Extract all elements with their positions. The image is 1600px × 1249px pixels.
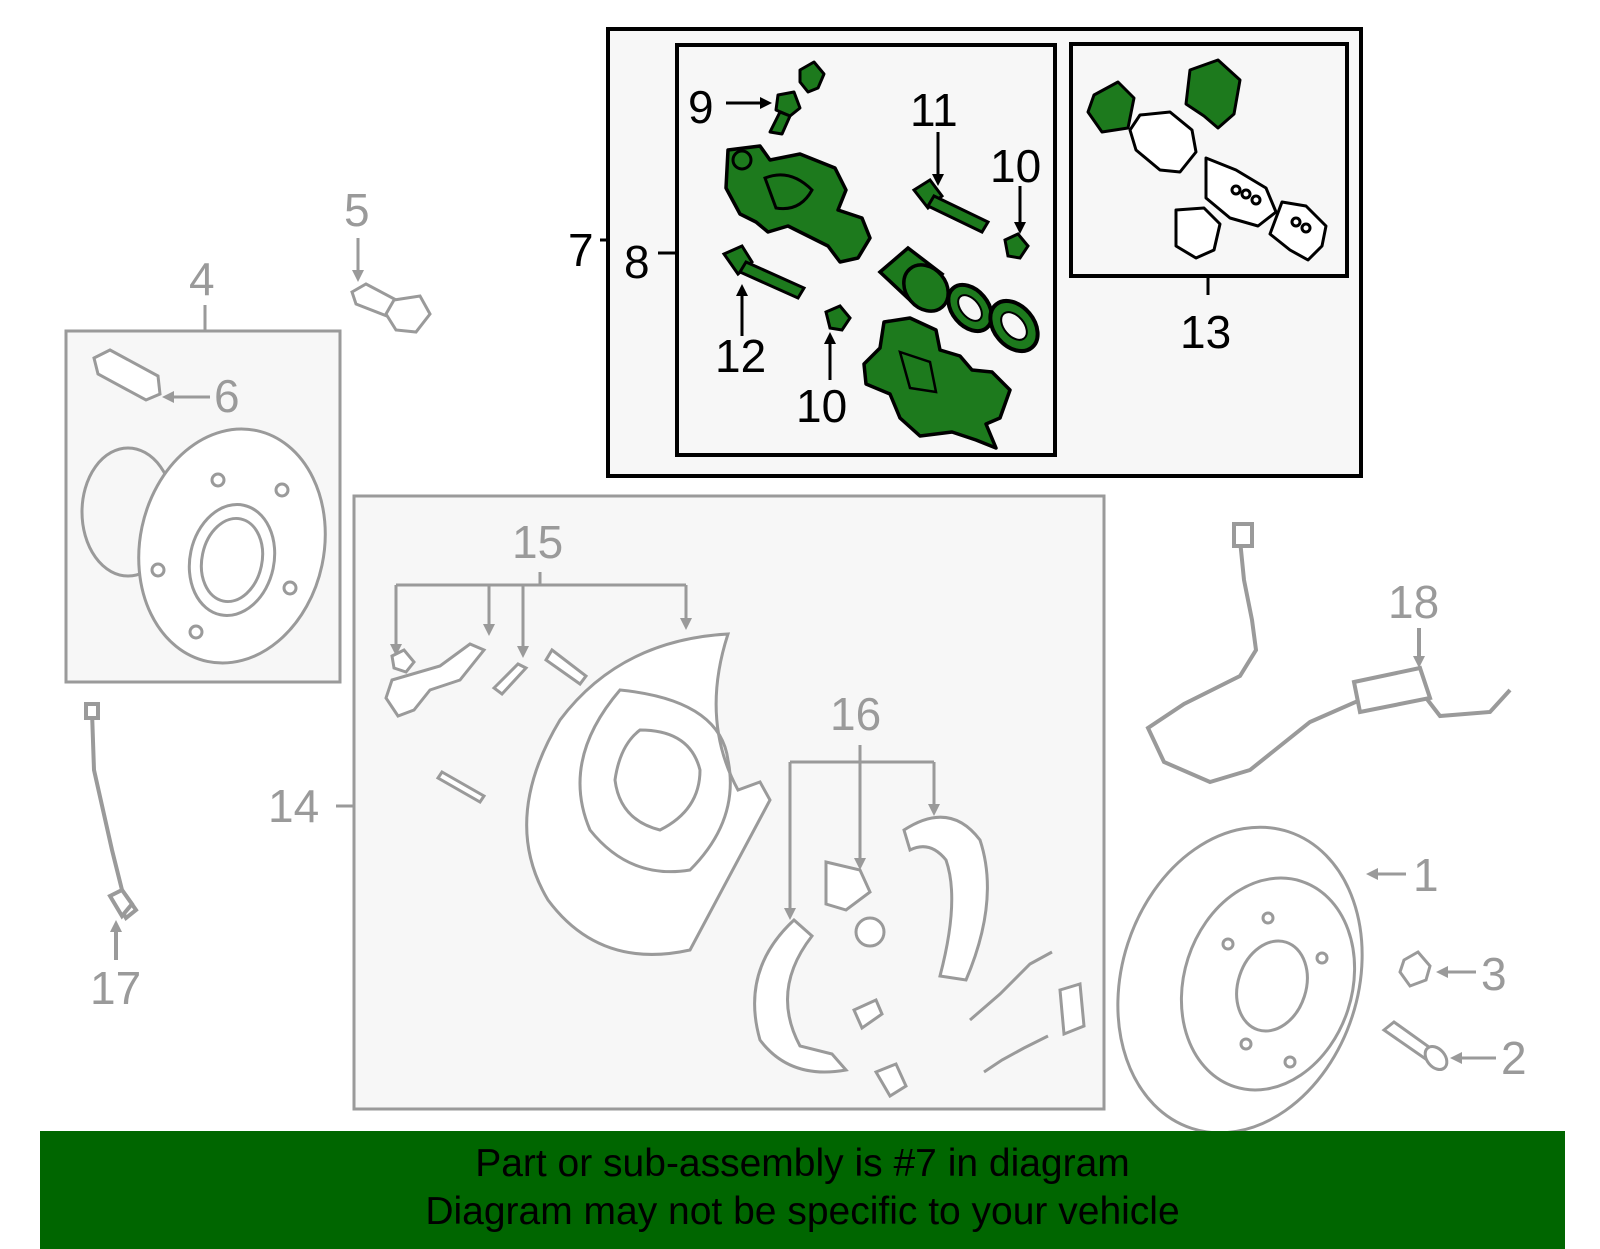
backing-plate-part [525, 632, 772, 956]
arrow-9 [726, 97, 772, 109]
boot-upper-part [1003, 232, 1030, 260]
arrow-6 [162, 391, 210, 403]
callout-7: 7 [568, 224, 594, 276]
callout-3: 3 [1481, 948, 1507, 1000]
callout-8: 8 [624, 236, 650, 288]
callout-16: 16 [830, 688, 881, 740]
abs-sensor-18-part [1145, 522, 1512, 785]
leader-15 [394, 572, 688, 648]
callout-6: 6 [214, 370, 240, 422]
callout-10-upper: 10 [990, 140, 1041, 192]
callout-17: 17 [90, 962, 141, 1014]
banner-line-1: Part or sub-assembly is #7 in diagram [475, 1142, 1130, 1185]
banner-line-2: Diagram may not be specific to your vehi… [425, 1190, 1180, 1233]
caliper-assembly-group [600, 27, 1363, 478]
callout-10-lower: 10 [796, 380, 847, 432]
cap-3-part [1398, 950, 1476, 988]
bleeder-screw-part [768, 60, 826, 136]
rotor-1-part [1116, 825, 1364, 1135]
arrow-10-lower [824, 332, 836, 380]
callout-2: 2 [1501, 1032, 1527, 1084]
hub-assembly-group [64, 305, 342, 684]
arrow-10-upper [1014, 186, 1026, 234]
callout-4: 4 [189, 253, 215, 305]
pad-kit-parts [1086, 58, 1328, 262]
callout-11: 11 [910, 84, 958, 136]
brake-shoe-upper-part [902, 815, 989, 982]
callout-1: 1 [1413, 849, 1439, 901]
callout-9: 9 [688, 81, 714, 133]
leader-16 [788, 745, 936, 910]
arrow-11 [932, 132, 944, 186]
guide-pin-lower-part [721, 244, 807, 300]
adjuster-part [824, 860, 872, 912]
wheel-hub-part [80, 427, 327, 665]
bolt-5-part [350, 238, 432, 334]
callout-13: 13 [1180, 306, 1231, 358]
brake-shoe-lower-part [753, 917, 849, 1074]
piston-part [877, 245, 950, 313]
info-banner: Part or sub-assembly is #7 in diagram Di… [40, 1131, 1565, 1249]
guide-pin-upper-part [911, 177, 991, 234]
hold-down-pin-part [390, 648, 416, 674]
backing-plate-group [336, 494, 1106, 1111]
hub-bolt-part [92, 348, 162, 402]
callout-14: 14 [268, 780, 319, 832]
callout-5: 5 [344, 184, 370, 236]
boot-lower-part [824, 304, 852, 332]
brake-hose-17-part [84, 702, 139, 960]
callout-15: 15 [512, 516, 563, 568]
callout-12: 12 [715, 330, 766, 382]
callout-labels: 1 2 3 4 5 6 7 8 9 10 10 11 12 13 14 15 1… [90, 81, 1527, 1084]
arrow-12 [736, 284, 748, 336]
callout-18: 18 [1388, 576, 1439, 628]
arrow-1 [1366, 868, 1406, 880]
spring-part [969, 950, 1053, 1074]
caliper-bracket-part [862, 316, 1012, 450]
screw-2-part [1381, 1020, 1496, 1072]
